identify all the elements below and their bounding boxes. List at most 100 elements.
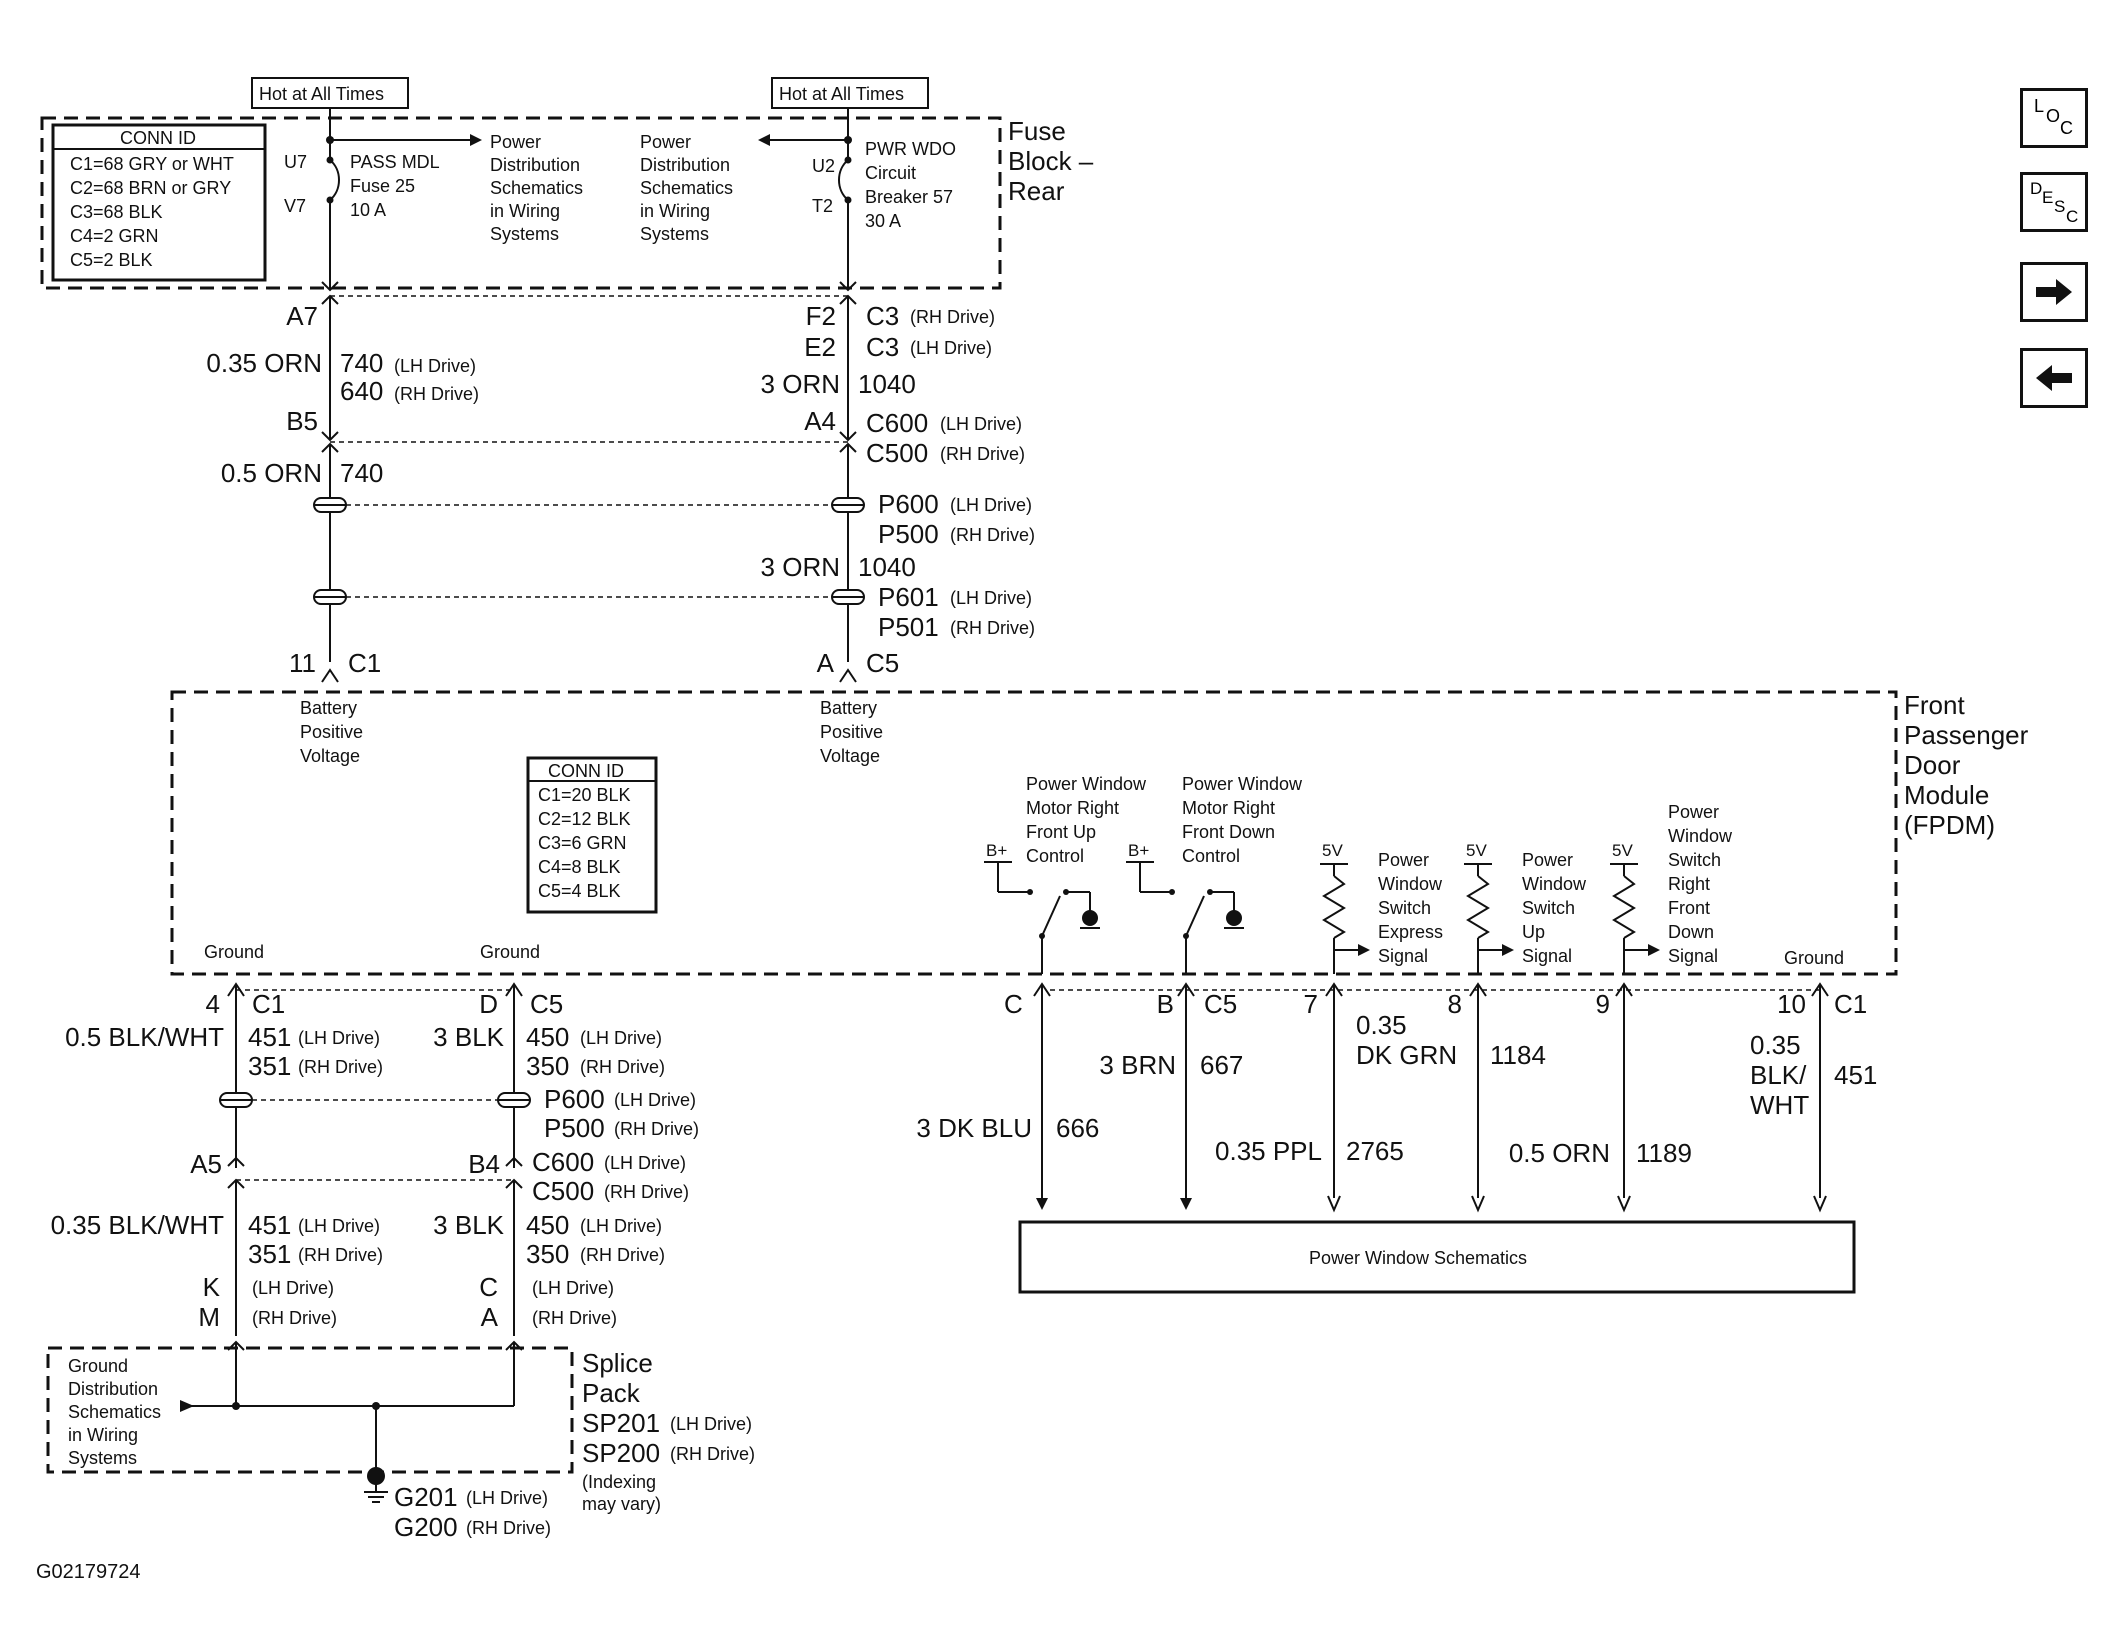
pd-right-3: Schematics	[640, 178, 733, 198]
right-p600: P600	[878, 489, 939, 519]
module-ground-mid: Ground	[480, 942, 540, 962]
arrow-down-icon	[1471, 1195, 1485, 1213]
splice-indexing-1: (Indexing	[582, 1472, 656, 1492]
pd-right-1: Power	[640, 132, 691, 152]
gd-3: Schematics	[68, 1402, 161, 1422]
breaker-label-1: PWR WDO	[865, 139, 956, 159]
hot-label-left-box	[251, 77, 409, 109]
breaker-label-4: 30 A	[865, 211, 901, 231]
gnd-m-c350-note: (RH Drive)	[580, 1057, 665, 1077]
out-wire-666: 3 DK BLU	[916, 1113, 1032, 1143]
left-a7: A7	[286, 301, 318, 331]
left-b5: B5	[286, 406, 318, 436]
next-button[interactable]	[2020, 262, 2088, 322]
connector-chevron-icon	[321, 281, 339, 292]
out-pin-b: B	[1157, 989, 1174, 1019]
inline-connector-icon	[831, 589, 865, 605]
right-p601-note: (LH Drive)	[950, 588, 1032, 608]
loc-letter-c: C	[2060, 118, 2073, 138]
gd-4: in Wiring	[68, 1425, 138, 1445]
left-circ-640: 640	[340, 376, 383, 406]
motor-up-1: Power Window	[1026, 774, 1147, 794]
right-c500-note: (RH Drive)	[940, 444, 1025, 464]
gnd-l2-c351: 351	[248, 1239, 291, 1269]
splice-pack-outline	[46, 1346, 574, 1474]
arrow-left-icon	[2036, 365, 2072, 391]
right-c3a-note: (RH Drive)	[910, 307, 995, 327]
gnd-c-note: (LH Drive)	[532, 1278, 614, 1298]
power-window-schematics-link[interactable]	[1018, 1220, 1856, 1294]
desc-letter-s: S	[2054, 197, 2065, 216]
down-signal-4: Right	[1668, 874, 1710, 894]
express-5: Signal	[1378, 946, 1428, 966]
g200-note: (RH Drive)	[466, 1518, 551, 1538]
arrow-down-icon	[1813, 1195, 1827, 1213]
out-circ-666: 666	[1056, 1113, 1099, 1143]
gnd-m-c350: 350	[526, 1051, 569, 1081]
fuse-v7: V7	[284, 196, 306, 216]
connector-chevron-icon	[839, 281, 857, 292]
fpdm-outline	[170, 690, 1898, 976]
right-wire-3-orn: 3 ORN	[761, 369, 840, 399]
back-button[interactable]	[2020, 348, 2088, 408]
motor-down-4: Control	[1182, 846, 1240, 866]
bpv-left-2: Positive	[300, 722, 363, 742]
desc-button[interactable]: D E S C	[2020, 172, 2088, 232]
motor-down-2: Motor Right	[1182, 798, 1275, 818]
left-circ-740-note: (LH Drive)	[394, 356, 476, 376]
inline-connector-icon	[313, 589, 347, 605]
connector-chevron-icon	[839, 668, 857, 683]
bpv-left-3: Voltage	[300, 746, 360, 766]
pd-right-2: Distribution	[640, 155, 730, 175]
bpv-left-1: Battery	[300, 698, 357, 718]
right-c600-note: (LH Drive)	[940, 414, 1022, 434]
right-pin-a: A	[817, 648, 835, 678]
gnd-l-wire2: 0.35 BLK/WHT	[51, 1210, 225, 1240]
gnd-m-wire2: 3 BLK	[433, 1210, 504, 1240]
breaker-label-2: Circuit	[865, 163, 916, 183]
gnd-k-note: (LH Drive)	[252, 1278, 334, 1298]
pd-left-1: Power	[490, 132, 541, 152]
left-circ-740: 740	[340, 348, 383, 378]
g201-note: (LH Drive)	[466, 1488, 548, 1508]
gnd-c600-note: (LH Drive)	[604, 1153, 686, 1173]
up-signal-4: Up	[1522, 922, 1545, 942]
arrow-left-icon	[758, 134, 770, 146]
splice-title-1: Splice	[582, 1348, 653, 1378]
gd-1: Ground	[68, 1356, 128, 1376]
gnd-m-pin-d: D	[479, 989, 498, 1019]
out-wire-451c: WHT	[1750, 1090, 1809, 1120]
pd-left-3: Schematics	[490, 178, 583, 198]
out-pin-10: 10	[1777, 989, 1806, 1019]
loc-button[interactable]: L O C	[2020, 88, 2088, 148]
ground-icon	[364, 1484, 388, 1503]
splice-sp201-note: (LH Drive)	[670, 1414, 752, 1434]
fuse-label-3: 10 A	[350, 200, 386, 220]
breaker-label-3: Breaker 57	[865, 187, 953, 207]
module-ground-left: Ground	[204, 942, 264, 962]
arrow-right-icon	[470, 134, 482, 146]
gnd-l-c451-note: (LH Drive)	[298, 1028, 380, 1048]
module-conn-id-title: CONN ID	[548, 761, 624, 781]
desc-letter-d: D	[2030, 179, 2042, 198]
gnd-a5: A5	[190, 1149, 222, 1179]
down-signal-1: Power	[1668, 802, 1719, 822]
gnd-l-pin-4: 4	[206, 989, 220, 1019]
relay-switch-icon	[1126, 861, 1244, 974]
inline-connector-icon	[313, 497, 347, 513]
right-p601: P601	[878, 582, 939, 612]
connector-chevron-icon	[321, 431, 339, 442]
g201-label: G201	[394, 1482, 458, 1512]
fuse-conn-id-1: C1=68 GRY or WHT	[70, 154, 234, 174]
out-pin-c: C	[1004, 989, 1023, 1019]
right-p500: P500	[878, 519, 939, 549]
gnd-l-c451: 451	[248, 1022, 291, 1052]
bpv-right-2: Positive	[820, 722, 883, 742]
gnd-a-note: (RH Drive)	[532, 1308, 617, 1328]
loc-icon: L O C	[2034, 96, 2073, 138]
gnd-p600-note: (LH Drive)	[614, 1090, 696, 1110]
gnd-l-conn-c1: C1	[252, 989, 285, 1019]
motor-up-4: Control	[1026, 846, 1084, 866]
left-circ-740b: 740	[340, 458, 383, 488]
